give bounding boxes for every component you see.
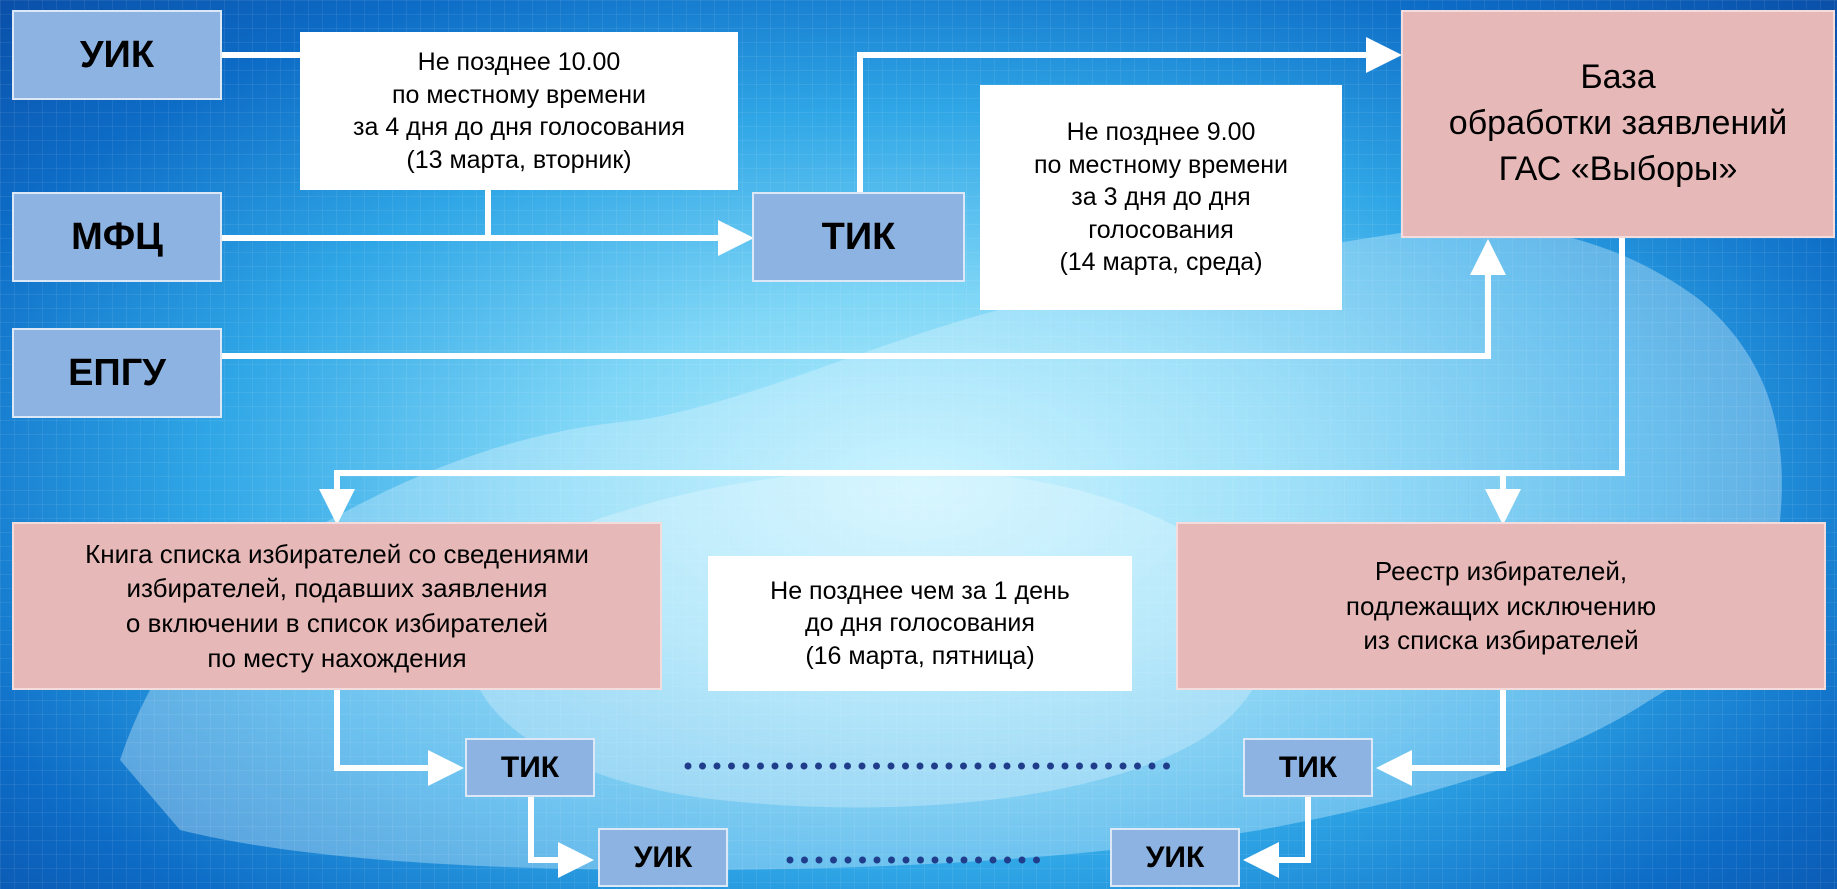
arrow-epgu-to-base	[222, 239, 1506, 359]
node-tik-right: ТИК	[1243, 738, 1373, 797]
node-uik-right: УИК	[1110, 828, 1240, 887]
note-deadline-2: Не позднее 9.00 по местному времени за 3…	[980, 85, 1342, 310]
arrow-tik-to-base	[857, 37, 1402, 192]
arrow-book-to-tik	[334, 690, 464, 786]
node-uik-top: УИК	[12, 10, 222, 100]
arrow-tik-to-uik-left	[528, 797, 594, 878]
node-tik-left: ТИК	[465, 738, 595, 797]
node-voter-book: Книга списка избирателей со сведениями и…	[12, 522, 662, 690]
note-deadline-1: Не позднее 10.00 по местному времени за …	[300, 32, 738, 190]
arrow-registry-to-tik	[1376, 690, 1506, 786]
node-gas-base: База обработки заявлений ГАС «Выборы»	[1401, 10, 1835, 238]
arrow-base-to-book	[319, 238, 1625, 525]
node-epgu: ЕПГУ	[12, 328, 222, 418]
node-exclusion-registry: Реестр избирателей, подлежащих исключени…	[1176, 522, 1826, 690]
node-mfc: МФЦ	[12, 192, 222, 282]
note-deadline-3: Не позднее чем за 1 день до дня голосова…	[708, 556, 1132, 691]
node-tik-top: ТИК	[752, 192, 965, 282]
node-uik-left: УИК	[598, 828, 728, 887]
arrow-tik-to-uik-right	[1243, 797, 1311, 878]
